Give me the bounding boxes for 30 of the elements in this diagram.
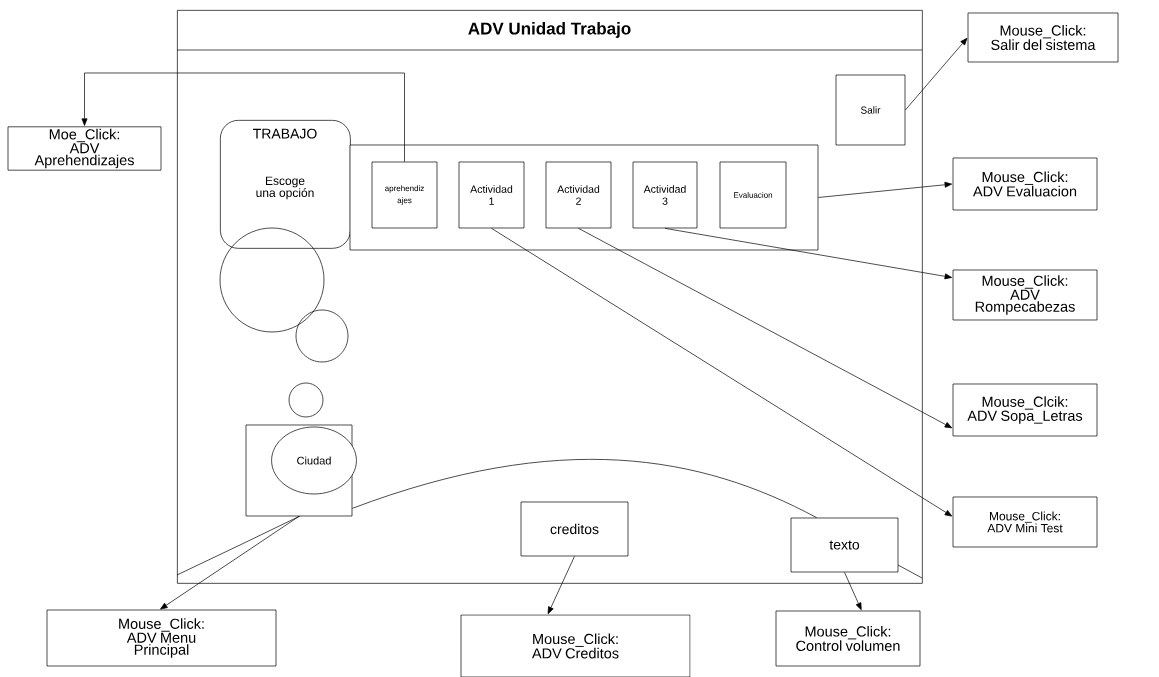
event-box: Mouse_Clcik: ADV Sopa_Letras: [952, 383, 1098, 437]
circle: [288, 382, 324, 418]
event-box: Moe_Click: ADV Aprehendizajes: [7, 126, 162, 171]
arrow: [664, 228, 952, 280]
arrow: [844, 572, 862, 611]
arrow: [905, 37, 968, 111]
button: aprehendiz ajes: [371, 161, 438, 229]
connector-line: [352, 459, 817, 518]
arrow: [578, 228, 953, 429]
button: Actividad 2: [545, 161, 612, 229]
event-box: Mouse_Click: Control volumen: [775, 610, 921, 667]
event-box: Mouse_Click: ADV Creditos: [460, 614, 691, 677]
event-box: Mouse_Click: ADV Mini Test: [952, 496, 1098, 548]
arrow: [818, 181, 952, 198]
button: creditos: [520, 501, 629, 557]
circle: [219, 227, 325, 333]
event-box: Mouse_Click: ADV Menu Principal: [46, 609, 277, 667]
button: texto: [790, 517, 899, 573]
button: Salir: [835, 74, 906, 146]
event-box: Mouse_Click: Salir del sistema: [967, 12, 1119, 63]
arrow: [491, 228, 953, 517]
button: Actividad 1: [458, 161, 525, 229]
circle: [295, 309, 349, 363]
button: Actividad 3: [632, 161, 698, 229]
arrow: [160, 516, 300, 610]
button: Evaluacion: [719, 161, 787, 229]
event-box: Mouse_Click: ADV Rompecabezas: [952, 269, 1098, 321]
arrow: [81, 72, 405, 162]
arrow: [547, 556, 575, 615]
event-box: Mouse_Click: ADV Evaluacion: [952, 157, 1098, 211]
